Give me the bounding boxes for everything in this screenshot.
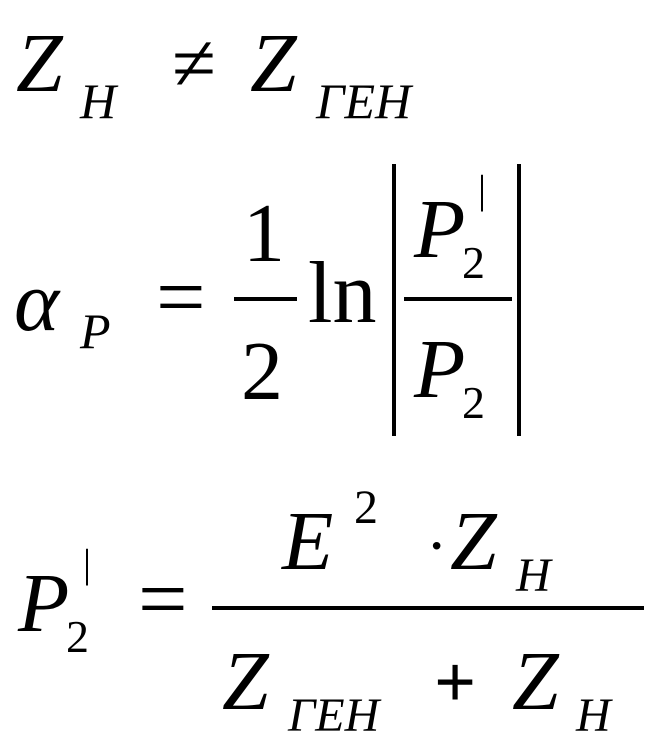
eq2-coef-numerator: 1 — [243, 187, 285, 280]
eq2-abs-bar-left — [392, 164, 396, 436]
eq3-lhs-prime: | — [83, 541, 92, 586]
eq2-arg-denominator-subscript: 2 — [462, 377, 485, 428]
eq2-ln-function: ln — [308, 245, 377, 342]
eq3-num-exponent: 2 — [354, 481, 378, 534]
eq1-lhs-symbol: Z — [16, 17, 63, 110]
eq2-arg-fraction-bar — [404, 297, 512, 301]
eq3-lhs-subscript: 2 — [66, 611, 89, 662]
eq3-den-term2-subscript: Н — [576, 689, 611, 742]
eq2-lhs-subscript: Р — [80, 303, 111, 359]
eq2-equals-sign: = — [156, 249, 206, 346]
eq2-arg-numerator-symbol: P — [414, 183, 466, 276]
eq3-den-plus-operator: + — [434, 642, 477, 724]
eq3-num-dot-operator: · — [426, 510, 448, 581]
eq3-num-factor-symbol: Z — [450, 495, 497, 588]
eq3-den-term1-symbol: Z — [222, 635, 269, 728]
eq3-num-factor-subscript: Н — [516, 549, 551, 602]
eq2-arg-numerator-prime: | — [478, 167, 487, 212]
eq1-not-equal-sign: ≠ — [172, 20, 216, 108]
eq1-rhs-subscript: ГЕН — [316, 73, 412, 129]
eq2-coef-fraction-bar — [234, 297, 297, 301]
eq3-lhs-symbol: P — [18, 557, 70, 650]
eq3-num-base: E — [282, 495, 334, 588]
eq3-den-term1-subscript: ГЕН — [288, 689, 380, 742]
eq2-arg-denominator-symbol: P — [414, 323, 466, 416]
eq2-lhs-symbol: α — [14, 253, 60, 349]
eq3-fraction-bar — [212, 606, 644, 610]
eq2-arg-numerator-subscript: 2 — [462, 237, 485, 288]
eq1-lhs-subscript: Н — [80, 73, 117, 129]
eq2-abs-bar-right — [517, 164, 521, 436]
eq2-coef-denominator: 2 — [241, 325, 283, 418]
eq1-rhs-symbol: Z — [250, 17, 297, 110]
eq3-den-term2-symbol: Z — [512, 635, 559, 728]
eq3-equals-sign: = — [138, 551, 188, 648]
